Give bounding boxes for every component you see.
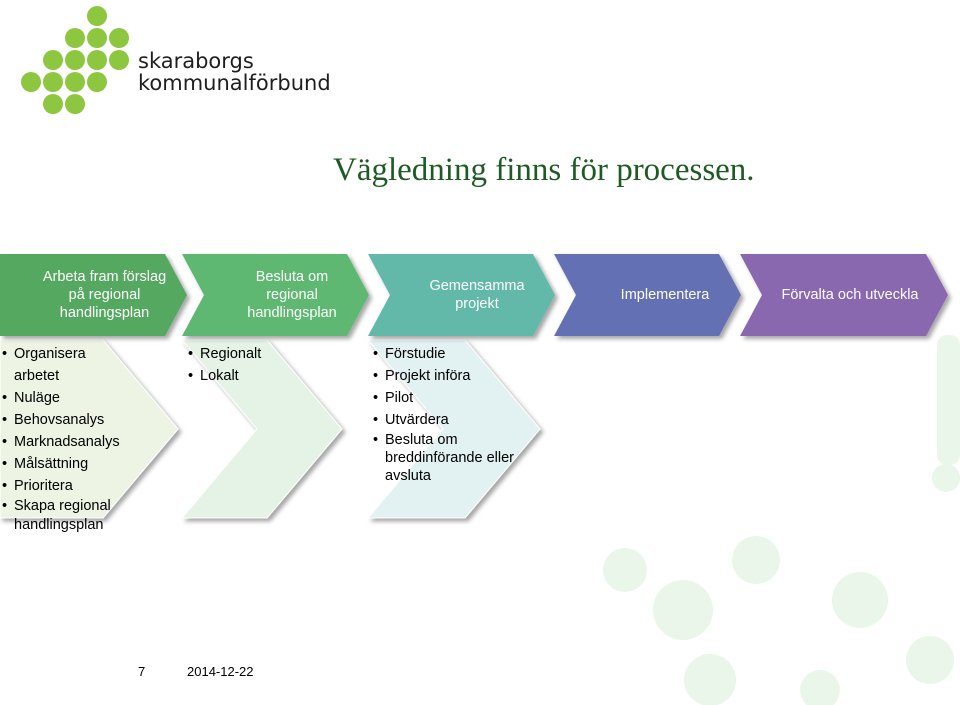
- list-item: Regionalt: [188, 343, 318, 365]
- step-5-label: Förvalta och utveckla: [781, 287, 919, 303]
- process-step-4-chevron: [554, 254, 741, 336]
- process-step-5-chevron: [740, 254, 948, 336]
- list-item: Marknadsanalys: [2, 431, 132, 453]
- list-item: Pilot: [373, 387, 538, 409]
- list-item: Utvärdera: [373, 409, 538, 431]
- list-item: Besluta om breddinförande eller avsluta: [373, 431, 538, 485]
- process-step-1-chevron: [0, 254, 187, 336]
- list-item: Förstudie: [373, 343, 538, 365]
- list-item: Behovsanalys: [2, 409, 132, 431]
- process-step-2-chevron: [182, 254, 369, 336]
- step-1-label: Arbeta fram förslag på regional handling…: [42, 269, 167, 321]
- footer-date: 2014-12-22: [187, 664, 254, 679]
- list-item: Målsättning: [2, 453, 132, 475]
- page-number: 7: [138, 664, 146, 679]
- detail-list-1: Organisera arbetet Nuläge Behovsanalys M…: [2, 343, 132, 535]
- logo-text-line1: skaraborgs: [138, 49, 254, 73]
- list-item: Lokalt: [188, 365, 318, 387]
- list-item: Skapa regional handlingsplan: [2, 497, 132, 535]
- step-2-label: Besluta om regional handlingsplan: [247, 269, 337, 321]
- list-item: Prioritera: [2, 475, 132, 497]
- slide-title: Vägledning finns för processen.: [333, 152, 755, 188]
- logo-text-line2: kommunalförbund: [138, 71, 331, 95]
- list-item: Projekt införa: [373, 365, 538, 387]
- list-item: Nuläge: [2, 387, 132, 409]
- detail-list-2: Regionalt Lokalt: [188, 343, 318, 387]
- step-3-label: Gemensamma projekt: [429, 278, 525, 312]
- step-4-label: Implementera: [620, 287, 710, 303]
- process-step-3-chevron: [368, 254, 555, 336]
- logo-mark: [21, 6, 129, 114]
- detail-list-3: Förstudie Projekt införa Pilot Utvärdera…: [373, 343, 538, 485]
- list-item: Organisera arbetet: [2, 343, 132, 387]
